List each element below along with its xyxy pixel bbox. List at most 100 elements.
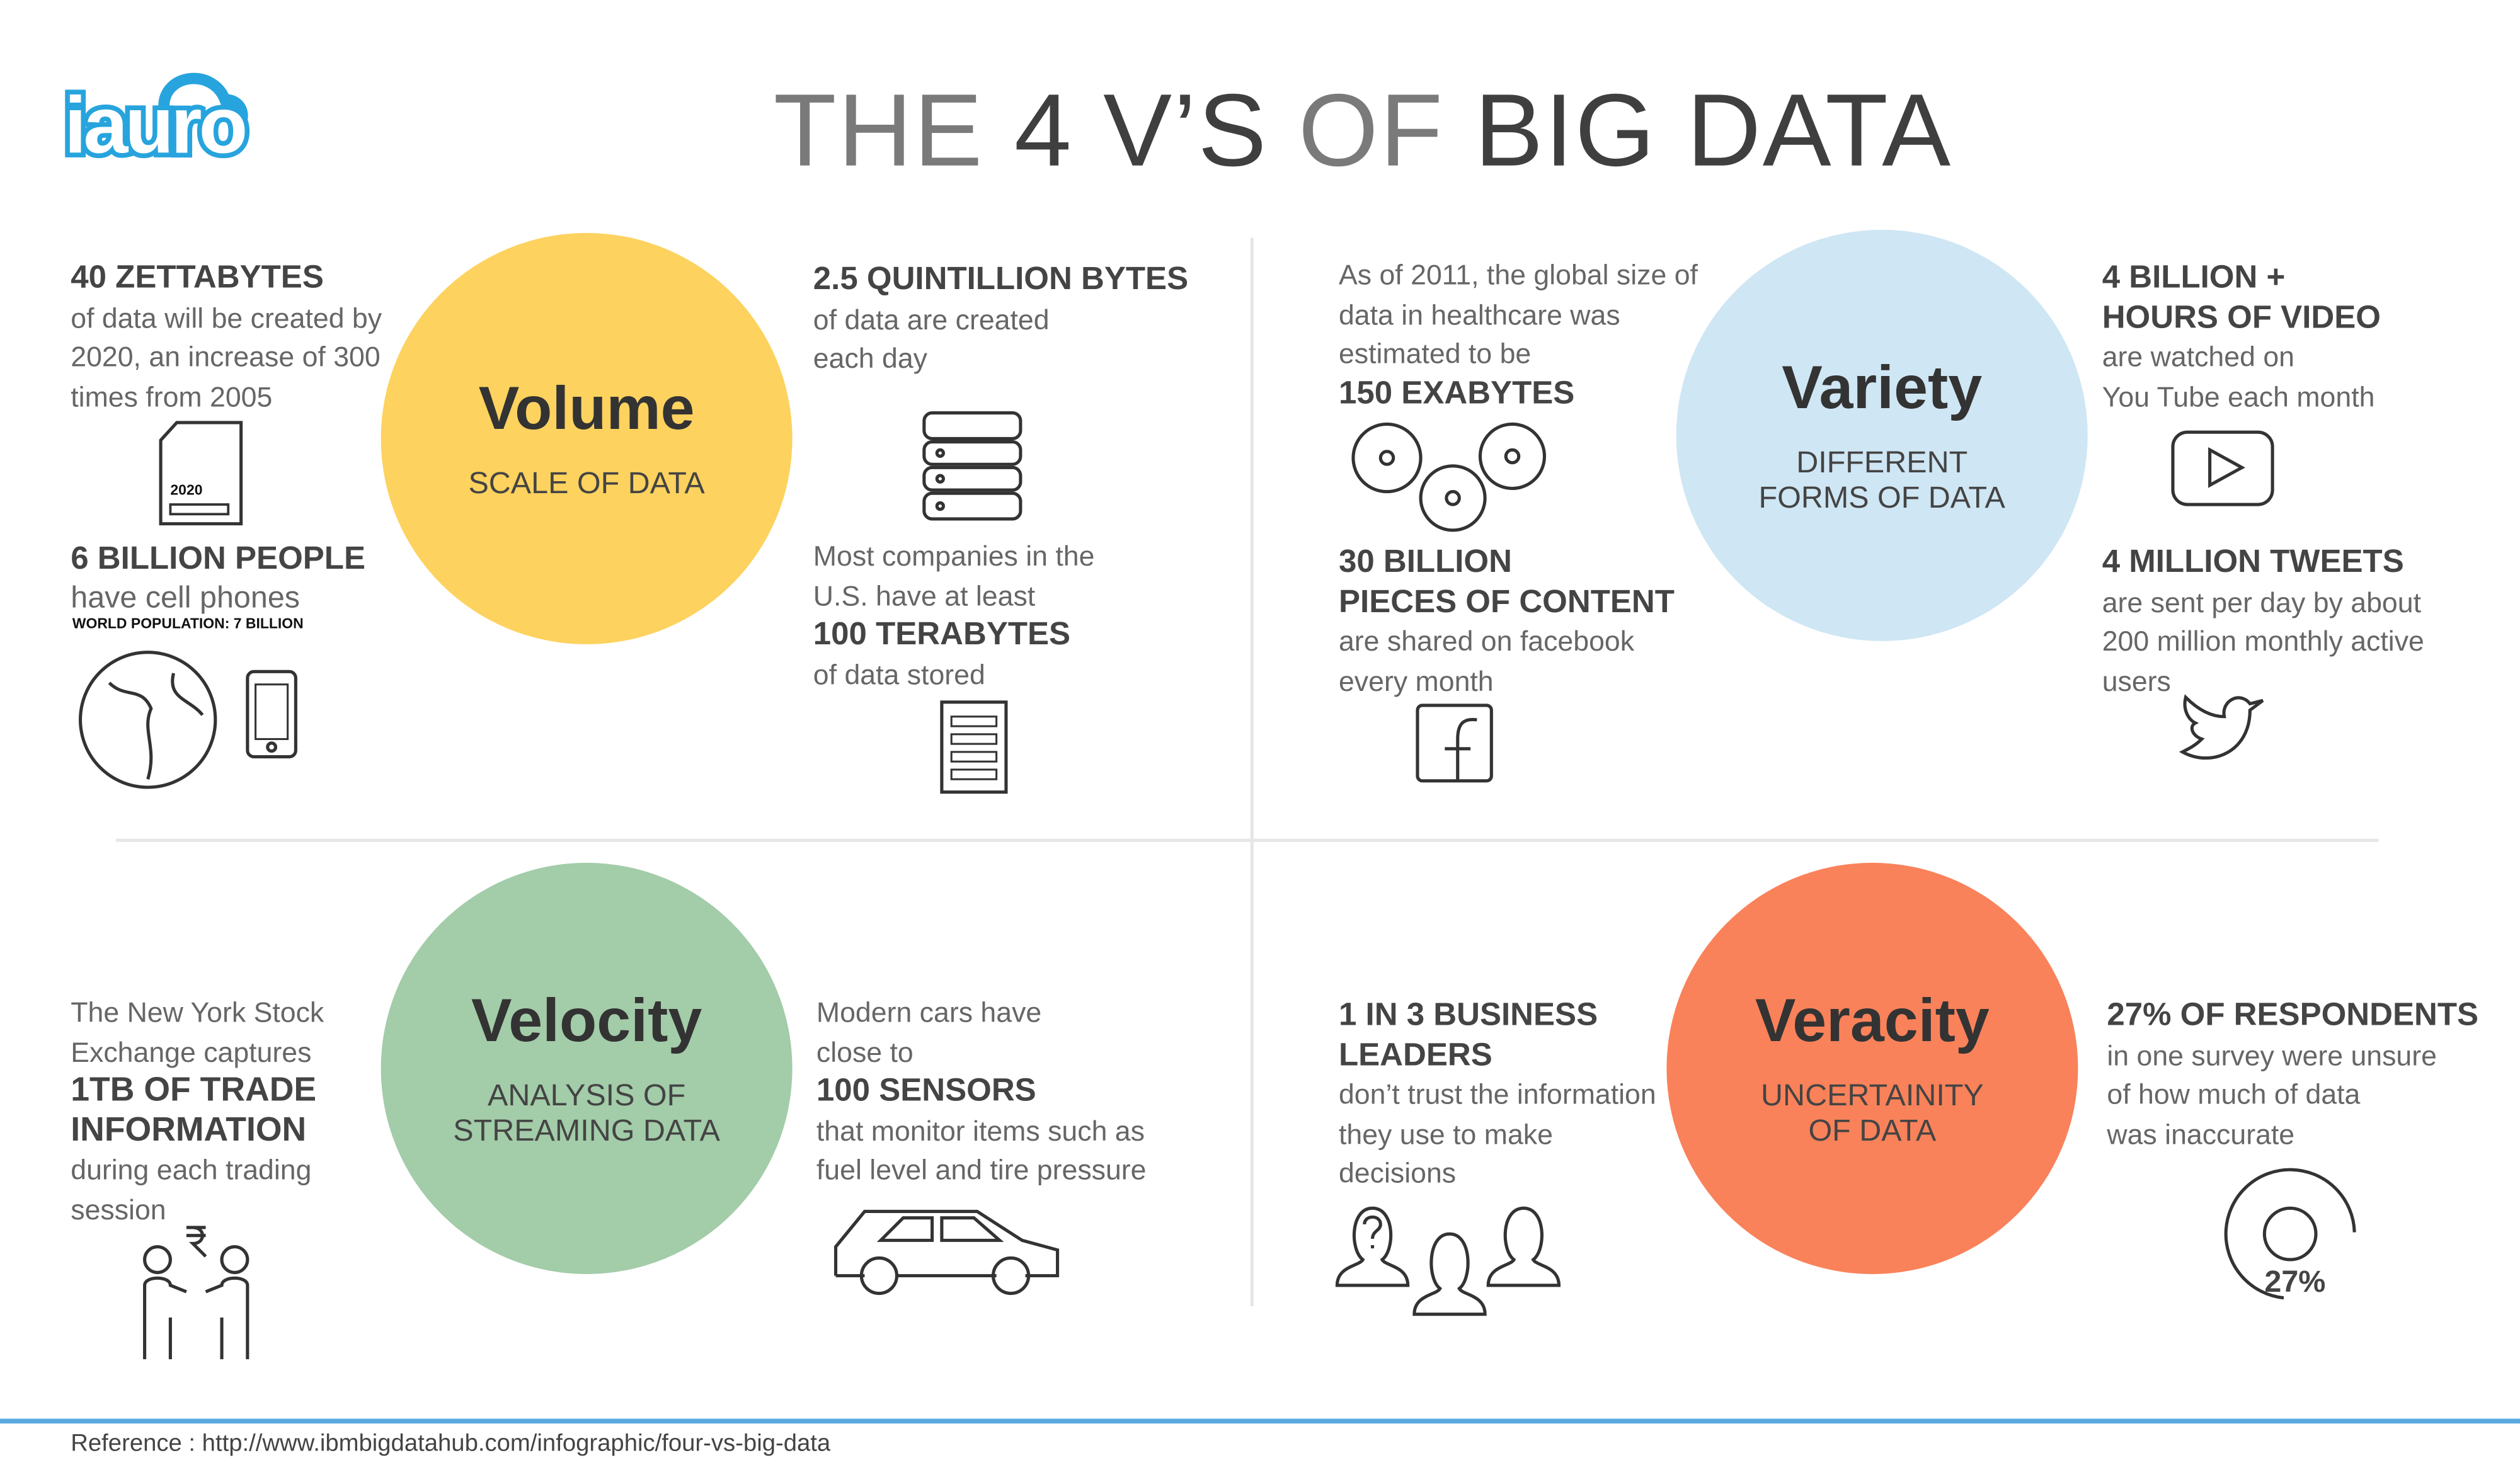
fact-line: session: [71, 1193, 166, 1226]
trade-exchange-icon: [143, 1226, 249, 1360]
globe-icon: [78, 651, 217, 789]
velocity-title: Velocity: [471, 987, 702, 1055]
fact-line: 2020, an increase of 300: [71, 340, 381, 373]
variety-circle: Variety DIFFERENT FORMS OF DATA: [1676, 229, 2088, 641]
volume-fact-quintillion: 2.5 QUINTILLION BYTES of data are create…: [813, 260, 1188, 378]
gauge-arc: [2224, 1168, 2356, 1300]
variety-fact-tweets: 4 MILLION TWEETS are sent per day by abo…: [2102, 543, 2424, 700]
facebook-icon: [1416, 704, 1493, 783]
fact-line: each day: [813, 342, 928, 375]
logo-text: iauro: [59, 76, 253, 175]
fact-line: are shared on facebook: [1338, 625, 1635, 658]
fact-head: 1TB OF TRADE: [71, 1071, 317, 1109]
fact-line: users: [2102, 664, 2171, 697]
vertical-divider: [1250, 237, 1254, 1306]
fact-line: are sent per day by about: [2102, 585, 2422, 618]
variety-fact-facebook: 30 BILLION PIECES OF CONTENT are shared …: [1339, 543, 1675, 700]
reference-link[interactable]: Reference : http://www.ibmbigdatahub.com…: [71, 1430, 831, 1457]
youtube-play-icon: [2171, 430, 2274, 506]
fact-head: INFORMATION: [71, 1111, 307, 1148]
fact-head: PIECES OF CONTENT: [1338, 584, 1675, 620]
fact-line: Modern cars have: [816, 996, 1042, 1028]
twitter-bird-icon: [2179, 694, 2264, 760]
fact-line: decisions: [1338, 1156, 1457, 1189]
volume-fact-zettabytes: 40 ZETTABYTES of data will be created by…: [71, 259, 382, 416]
sd-card-icon: [159, 421, 243, 526]
velocity-fact-nyse: The New York Stock Exchange captures 1TB…: [71, 993, 324, 1229]
horizontal-divider: [115, 838, 2379, 842]
title-4vs: 4 V’S: [1014, 72, 1268, 188]
sd-card-label: 2020: [170, 482, 203, 498]
fact-line: You Tube each month: [2102, 380, 2375, 413]
title-of: OF: [1298, 72, 1445, 188]
page-title: THE 4 V’S OF BIG DATA: [0, 71, 2520, 190]
fact-line: fuel level and tire pressure: [816, 1153, 1147, 1186]
volume-fact-people: 6 BILLION PEOPLE have cell phones: [71, 540, 365, 618]
variety-title: Variety: [1782, 354, 1983, 422]
volume-circle: Volume SCALE OF DATA: [381, 232, 793, 644]
fact-line: of data are created: [813, 302, 1050, 335]
fact-line: close to: [816, 1035, 914, 1068]
car-icon: [833, 1209, 1060, 1296]
fact-head: 30 BILLION: [1338, 544, 1512, 580]
fact-head: 4 MILLION TWEETS: [2102, 544, 2404, 580]
fact-line: 200 million monthly active: [2102, 625, 2424, 658]
fact-head: LEADERS: [1338, 1037, 1492, 1073]
fact-line: that monitor items such as: [816, 1114, 1145, 1147]
velocity-fact-sensors: Modern cars have close to 100 SENSORS th…: [816, 993, 1147, 1190]
fact-line: The New York Stock: [71, 996, 324, 1028]
title-big-data: BIG DATA: [1474, 72, 1952, 188]
fact-line: data in healthcare was: [1338, 298, 1620, 331]
gauge-label: 27%: [2264, 1266, 2326, 1300]
veracity-subtitle-2: OF DATA: [1808, 1114, 1937, 1148]
fact-head: 2.5 QUINTILLION BYTES: [813, 261, 1189, 297]
veracity-title: Veracity: [1755, 987, 1990, 1055]
fact-line: every month: [1338, 664, 1494, 697]
fact-head: 4 BILLION +: [2102, 260, 2286, 296]
veracity-fact-leaders: 1 IN 3 BUSINESS LEADERS don’t trust the …: [1339, 996, 1656, 1193]
fact-head: 27% OF RESPONDENTS: [2107, 998, 2479, 1034]
fact-line: Exchange captures: [71, 1035, 312, 1068]
fact-line: As of 2011, the global size of: [1338, 258, 1698, 291]
fact-head: 100 SENSORS: [816, 1073, 1036, 1109]
variety-fact-exabytes: As of 2011, the global size of data in h…: [1339, 256, 1698, 413]
footer-divider: [0, 1418, 2520, 1424]
fact-line: they use to make: [1338, 1117, 1553, 1150]
velocity-subtitle-2: STREAMING DATA: [453, 1114, 720, 1148]
fact-line: in one survey were unsure: [2107, 1039, 2437, 1071]
volume-title: Volume: [478, 375, 695, 443]
fact-head: 6 BILLION PEOPLE: [71, 541, 365, 577]
fact-line: times from 2005: [71, 380, 273, 413]
variety-subtitle-2: FORMS OF DATA: [1758, 481, 2005, 515]
fact-line: have cell phones: [71, 581, 301, 615]
fact-head: 150 EXABYTES: [1338, 375, 1575, 411]
server-stack-icon: [922, 411, 1022, 521]
fact-line: of how much of data: [2107, 1078, 2361, 1110]
veracity-subtitle-1: UNCERTAINITY: [1761, 1078, 1984, 1113]
title-the: THE: [773, 72, 984, 188]
variety-fact-youtube: 4 BILLION + HOURS OF VIDEO are watched o…: [2102, 259, 2381, 416]
fact-head: 100 TERABYTES: [813, 617, 1071, 652]
fact-line: of data stored: [813, 658, 985, 690]
velocity-subtitle-1: ANALYSIS OF: [487, 1078, 686, 1113]
iauro-logo: [158, 72, 248, 134]
fact-line: during each trading: [71, 1153, 312, 1186]
discs-icon: [1351, 422, 1547, 532]
file-cabinet-icon: [940, 700, 1008, 794]
fact-line: are watched on: [2102, 340, 2294, 373]
fact-line: U.S. have at least: [813, 579, 1036, 612]
gauge-27-percent-icon: [2224, 1168, 2356, 1300]
fact-line: was inaccurate: [2107, 1117, 2295, 1150]
world-population-note: WORLD POPULATION: 7 BILLION: [72, 615, 304, 632]
fact-line: Most companies in the: [813, 540, 1095, 573]
velocity-circle: Velocity ANALYSIS OF STREAMING DATA: [381, 862, 793, 1274]
fact-head: 1 IN 3 BUSINESS: [1338, 998, 1598, 1034]
veracity-fact-respondents: 27% OF RESPONDENTS in one survey were un…: [2107, 996, 2478, 1154]
volume-subtitle: SCALE OF DATA: [468, 467, 705, 501]
fact-line: estimated to be: [1338, 337, 1532, 370]
veracity-circle: Veracity UNCERTAINITY OF DATA: [1666, 862, 2078, 1274]
fact-line: don’t trust the information: [1338, 1078, 1656, 1110]
fact-head: HOURS OF VIDEO: [2102, 299, 2381, 335]
mobile-phone-icon: [246, 669, 297, 759]
volume-fact-terabytes: Most companies in the U.S. have at least…: [813, 537, 1095, 694]
